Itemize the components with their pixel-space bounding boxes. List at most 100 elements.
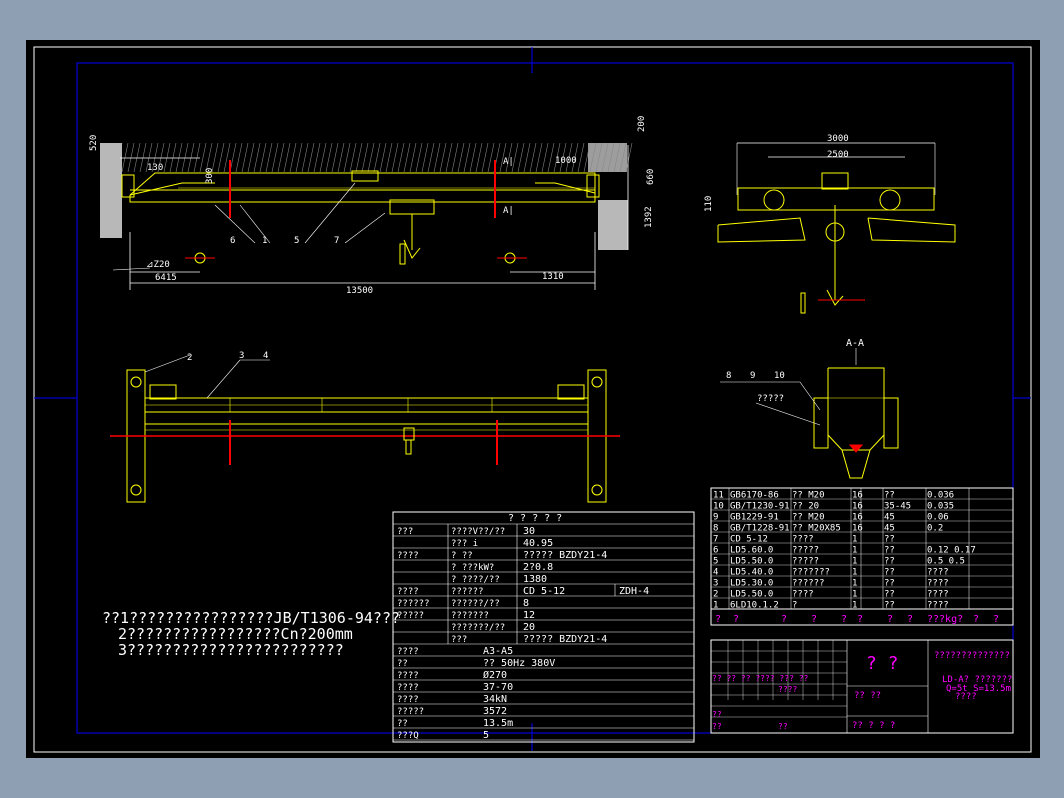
title-label: ?? ?? <box>854 691 881 701</box>
part-weight: 0.035 <box>927 502 954 512</box>
ceiling-hatch <box>469 142 477 173</box>
dim-300: 300 <box>205 168 215 184</box>
ceiling-hatch <box>607 142 615 173</box>
motor-right <box>557 384 585 400</box>
spec-cell-value: 1380 <box>523 574 547 585</box>
pendant <box>399 243 406 265</box>
trolley-box <box>351 170 379 182</box>
ceiling-hatch <box>553 142 561 173</box>
title-model: LD-A? ??????? <box>942 675 1012 685</box>
leader-2 <box>144 354 191 373</box>
spec-cell-group: ???Q <box>397 731 419 741</box>
part-name: ?? M20 <box>792 491 825 501</box>
ceiling-hatch <box>517 142 525 173</box>
callout-2: 2 <box>187 353 192 363</box>
weld-symbol <box>848 444 864 453</box>
leader-3 <box>206 359 241 399</box>
plan-view: 2 3 4 <box>110 351 620 503</box>
section-mark-top: A| <box>503 157 514 167</box>
spec-cell-label: ????V??/?? <box>451 527 505 537</box>
title-big: ? ? <box>866 653 899 674</box>
part-qty: 16 <box>852 513 863 523</box>
dim-z20: ⊿Z20 <box>146 260 170 270</box>
part-no: 5 <box>713 557 718 567</box>
dim-1392: 1392 <box>644 206 654 228</box>
part-qty: 1 <box>852 535 857 545</box>
ceiling-hatch <box>397 142 405 173</box>
ceiling-hatch <box>325 142 333 173</box>
ceiling-hatch <box>577 142 585 173</box>
spec-cell-label: ??????/?? <box>451 599 500 609</box>
trolley-rail <box>841 449 871 479</box>
leader-1 <box>239 204 271 244</box>
part-no: 10 <box>713 502 724 512</box>
part-weight: ???? <box>927 568 949 578</box>
ceiling-hatch <box>463 142 471 173</box>
part-no: 1 <box>713 601 718 611</box>
spec-cell-value: 3572 <box>483 706 507 717</box>
ceiling-hatch <box>127 142 135 173</box>
dim-130: 130 <box>147 163 163 173</box>
spec-cell-group: ???? <box>397 551 419 561</box>
part-qty: 1 <box>852 557 857 567</box>
part-code: GB/T1228-91 <box>730 524 790 534</box>
ceiling-hatch <box>211 142 219 173</box>
ceiling-hatch <box>157 142 165 173</box>
part-code: GB/T1230-91 <box>730 502 790 512</box>
title-params: Q=5t S=13.5m <box>946 684 1011 694</box>
ceiling-hatch <box>139 142 147 173</box>
parts-header-cell: ? <box>857 614 863 625</box>
pendant <box>800 292 806 314</box>
leader-line <box>799 381 821 411</box>
part-material: ?? <box>884 535 895 545</box>
ceiling-hatch <box>301 142 309 173</box>
end-truck-left <box>121 174 135 198</box>
title-block: ? ? ?????????????? LD-A? ??????? Q=5t S=… <box>710 639 1014 734</box>
ceiling-hatch <box>337 142 345 173</box>
spec-cell-group: ????? <box>397 707 424 717</box>
ceiling-hatch <box>313 142 321 173</box>
parts-header-cell: ? <box>841 614 847 625</box>
parts-header-cell: ? <box>907 614 913 625</box>
ceiling-hatch <box>241 142 249 173</box>
part-material: 45 <box>884 524 895 534</box>
ceiling-hatch <box>259 142 267 173</box>
ceiling-hatch <box>529 142 537 173</box>
ceiling-hatch <box>571 142 579 173</box>
ceiling-hatch <box>163 142 171 173</box>
ceiling-hatch <box>511 142 519 173</box>
ceiling-hatch <box>283 142 291 173</box>
drawing-border <box>33 46 1032 753</box>
spec-cell-label: ??????? <box>451 611 489 621</box>
part-no: 7 <box>713 535 718 545</box>
part-no: 2 <box>713 590 718 600</box>
ceiling-hatch <box>445 142 453 173</box>
ceiling-hatch <box>391 142 399 173</box>
ceiling-hatch <box>253 142 261 173</box>
model-space <box>26 40 1040 758</box>
motor-left <box>149 384 177 400</box>
spec-cell-group: ???? <box>397 683 419 693</box>
dim-1310: 1310 <box>542 272 564 282</box>
ceiling-hatch <box>601 142 609 173</box>
spec-cell-extra: ZDH-4 <box>619 586 649 597</box>
spec-cell-label: ? ????/?? <box>451 575 500 585</box>
title-frame <box>710 639 1014 734</box>
part-weight: 0.2 <box>927 524 943 534</box>
ceiling-hatch <box>349 142 357 173</box>
part-name: ???? <box>792 590 814 600</box>
spec-cell-value: 30 <box>523 526 535 537</box>
ceiling-hatch <box>505 142 513 173</box>
rail-right <box>867 217 956 243</box>
part-name: ?????? <box>792 579 825 589</box>
spec-cell-label: ?????? <box>451 587 484 597</box>
ceiling-hatch <box>265 142 273 173</box>
pendant <box>405 439 412 455</box>
parts-header-cell: ? <box>715 614 721 625</box>
part-weight: 0.06 <box>927 513 949 523</box>
side-view: 3000 2500 110 <box>704 134 956 314</box>
part-no: 11 <box>713 491 724 501</box>
part-name: ????? <box>792 546 819 556</box>
